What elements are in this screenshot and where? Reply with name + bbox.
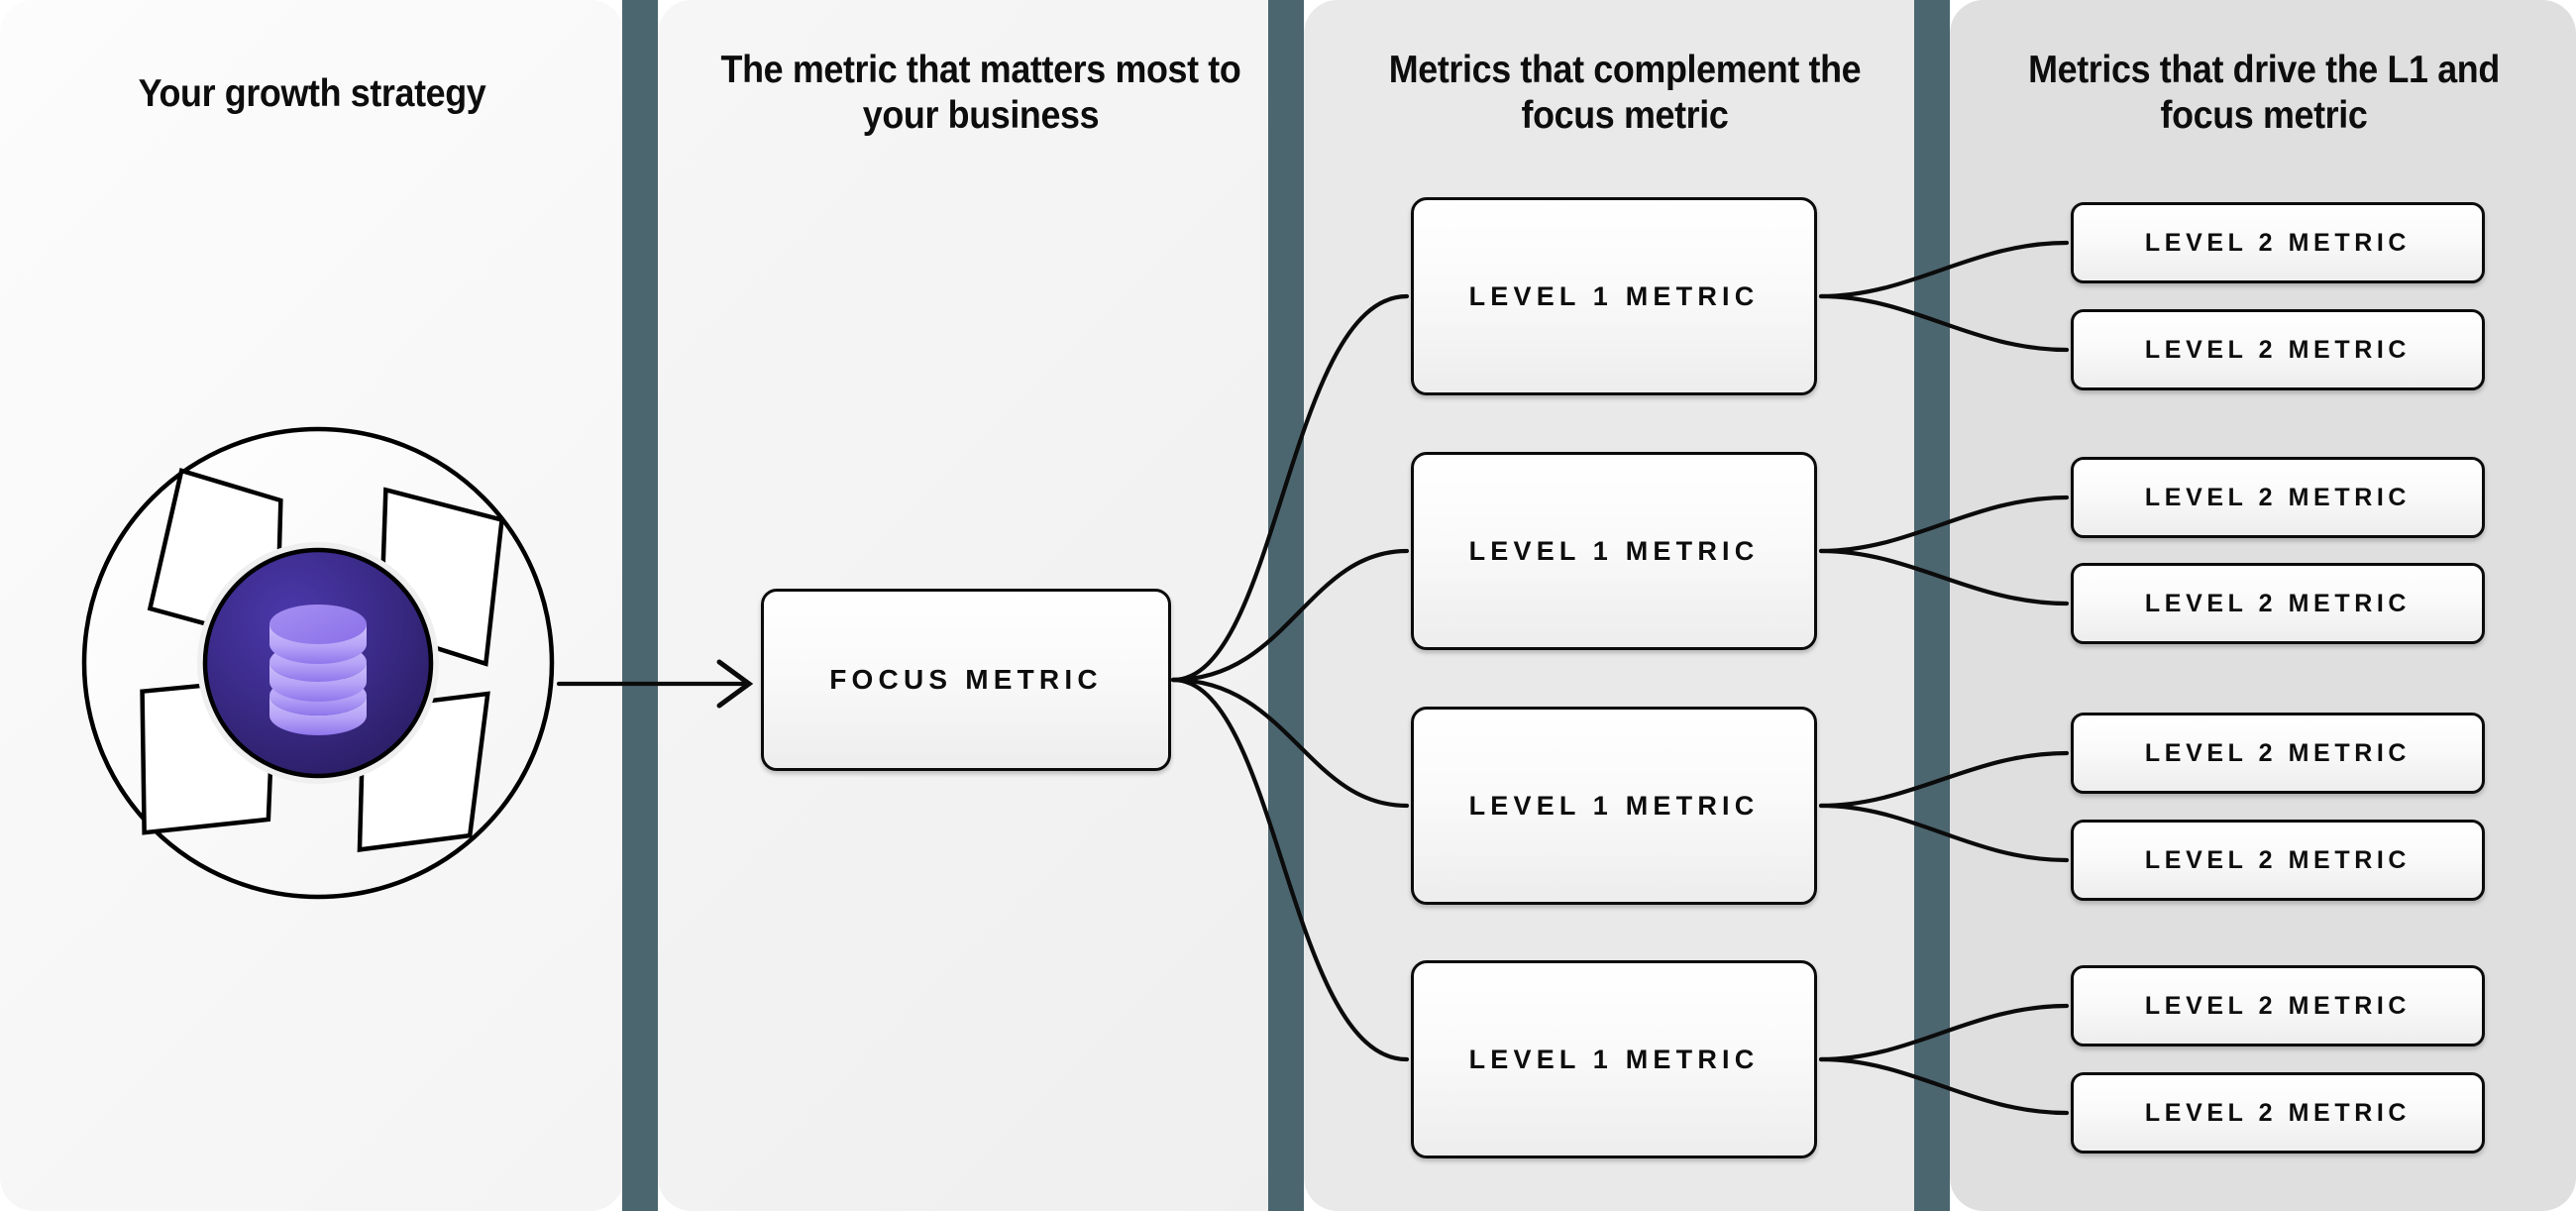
level-2-metric-label: LEVEL 2 METRIC — [2144, 845, 2412, 874]
level-1-metric-box-1[interactable]: LEVEL 1 METRIC — [1411, 197, 1817, 395]
level-1-metric-box-4[interactable]: LEVEL 1 METRIC — [1411, 960, 1817, 1158]
level-1-metric-label: LEVEL 1 METRIC — [1468, 535, 1760, 566]
level-2-metric-label: LEVEL 2 METRIC — [2144, 991, 2412, 1020]
level-2-metric-box-8[interactable]: LEVEL 2 METRIC — [2071, 1072, 2485, 1154]
level-2-metric-label: LEVEL 2 METRIC — [2144, 335, 2412, 364]
level-2-metric-box-6[interactable]: LEVEL 2 METRIC — [2071, 820, 2485, 901]
focus-metric-label: FOCUS METRIC — [829, 664, 1103, 695]
column-title-level-2-metrics: Metrics that drive the L1 and focus metr… — [2028, 49, 2500, 138]
column-divider-3 — [1914, 0, 1950, 1211]
focus-metric-box[interactable]: FOCUS METRIC — [761, 589, 1171, 771]
level-2-metric-box-7[interactable]: LEVEL 2 METRIC — [2071, 965, 2485, 1046]
level-2-metric-label: LEVEL 2 METRIC — [2144, 1098, 2412, 1127]
level-1-metric-label: LEVEL 1 METRIC — [1468, 790, 1760, 821]
level-2-metric-box-2[interactable]: LEVEL 2 METRIC — [2071, 309, 2485, 390]
column-title-focus-metric: The metric that matters most to your bus… — [720, 49, 1241, 138]
level-1-metric-box-2[interactable]: LEVEL 1 METRIC — [1411, 452, 1817, 650]
column-divider-1 — [622, 0, 658, 1211]
level-1-metric-label: LEVEL 1 METRIC — [1468, 280, 1760, 311]
level-1-metric-box-3[interactable]: LEVEL 1 METRIC — [1411, 707, 1817, 905]
level-2-metric-label: LEVEL 2 METRIC — [2144, 589, 2412, 617]
level-2-metric-label: LEVEL 2 METRIC — [2144, 483, 2412, 511]
level-2-metric-label: LEVEL 2 METRIC — [2144, 228, 2412, 257]
level-2-metric-box-3[interactable]: LEVEL 2 METRIC — [2071, 457, 2485, 538]
level-2-metric-box-5[interactable]: LEVEL 2 METRIC — [2071, 713, 2485, 794]
level-2-metric-box-4[interactable]: LEVEL 2 METRIC — [2071, 563, 2485, 644]
level-1-metric-label: LEVEL 1 METRIC — [1468, 1044, 1760, 1074]
database-icon — [269, 605, 367, 735]
column-title-level-1-metrics: Metrics that complement the focus metric — [1388, 49, 1862, 138]
growth-strategy-graphic — [81, 426, 555, 900]
column-divider-2 — [1268, 0, 1304, 1211]
level-2-metric-label: LEVEL 2 METRIC — [2144, 738, 2412, 767]
level-2-metric-box-1[interactable]: LEVEL 2 METRIC — [2071, 202, 2485, 283]
column-title-growth-strategy: Your growth strategy — [138, 72, 486, 115]
